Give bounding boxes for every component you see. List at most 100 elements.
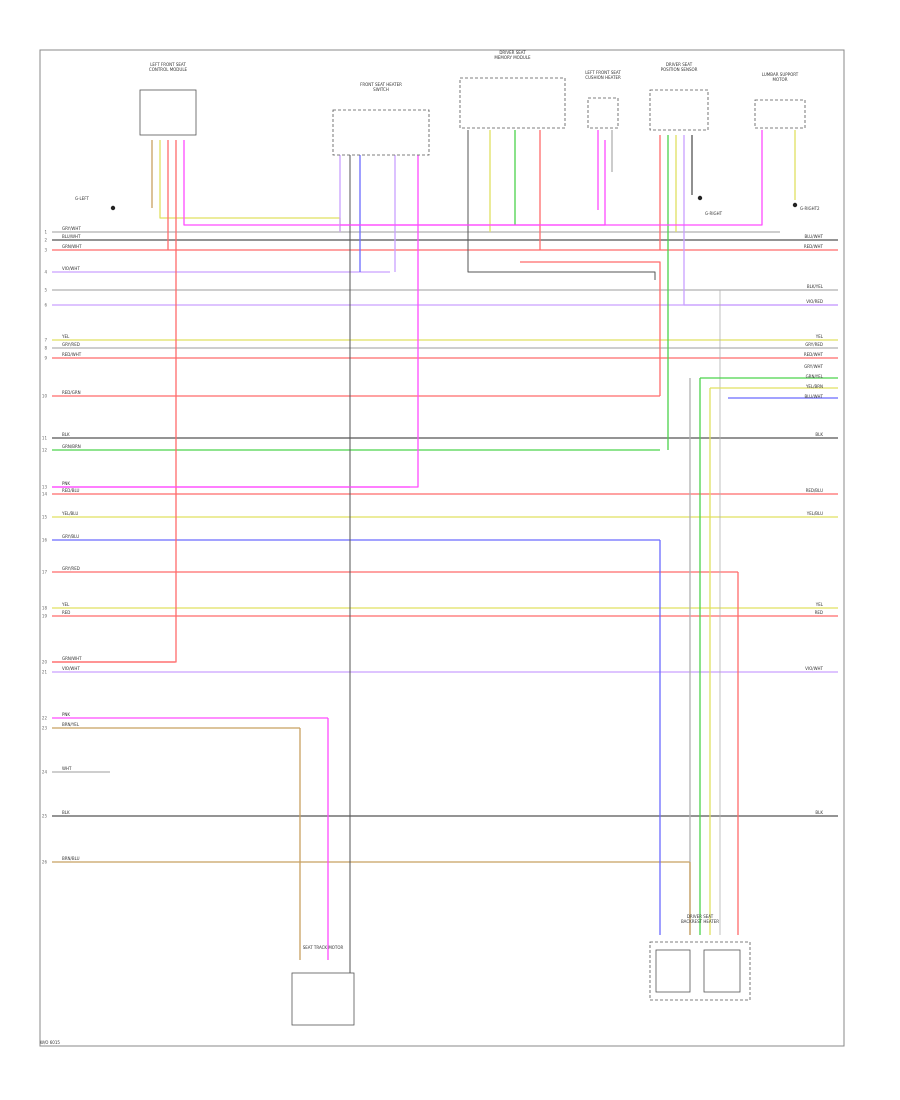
component-title: SWITCH [373, 87, 389, 92]
component-title: DRIVER SEAT [666, 62, 693, 67]
component-layer [110, 77, 806, 1026]
bus-number: 5 [44, 288, 47, 293]
bus-label-right: RED/WHT [804, 352, 824, 357]
ground-far-right-icon [792, 202, 798, 208]
heater-element-2 [703, 949, 741, 993]
bus-label-left: GRY/WHT [62, 226, 81, 231]
motor-wire [340, 130, 763, 226]
bus-number: 14 [42, 492, 48, 497]
ground-left-icon [110, 205, 116, 211]
component-title: SEAT TRACK MOTOR [303, 945, 344, 950]
bus-label-left: PNK [62, 481, 70, 486]
bus-number: 2 [44, 238, 47, 243]
bus-label-left: RED/GRN [62, 390, 81, 395]
bus-number: 4 [44, 270, 47, 275]
bus-number: 26 [42, 860, 48, 865]
drop-wire [52, 140, 177, 663]
bus-label-left: PNK [62, 712, 70, 717]
bus-label-left: GRY/RED [62, 566, 80, 571]
bus-label-right: BLK [815, 432, 823, 437]
bus-label-right: YEL [815, 334, 824, 339]
switch-wire [52, 150, 419, 488]
component-title: LEFT FRONT SEAT [585, 70, 621, 75]
bus-number: 10 [42, 394, 48, 399]
bus-label-right: BLK/YEL [807, 284, 824, 289]
tap-label: GRY/WHT [804, 364, 823, 369]
component-title: DRIVER SEAT [499, 50, 526, 55]
bus-number: 9 [44, 356, 47, 361]
bus-label-left: GRN/BRN [62, 444, 81, 449]
bus-label-left: RED/BLU [62, 488, 80, 493]
bus-label-left: YEL [61, 602, 70, 607]
component-title: MEMORY MODULE [494, 55, 531, 60]
bus-label-left: BLK [62, 432, 70, 437]
bus-label-right: GRY/RED [805, 342, 823, 347]
bus-label-left: RED [62, 610, 70, 615]
component-title: CONTROL MODULE [149, 67, 188, 72]
bus-label-right: YEL [815, 602, 824, 607]
bus-number: 22 [42, 716, 48, 721]
component-title: DRIVER SEAT [687, 914, 714, 919]
bus-label-right: RED/WHT [804, 244, 824, 249]
figure-code: W/O 6015 [40, 1040, 60, 1045]
bus-number: 16 [42, 538, 48, 543]
bus-label-left: BLK [62, 810, 70, 815]
bus-label-left: GRY/RED [62, 342, 80, 347]
diagram-border [39, 49, 845, 1047]
bus-label-right: RED/BLU [806, 488, 824, 493]
bus-label-right: BLU/WHT [805, 234, 824, 239]
bus-label-left: BRN/BLU [62, 856, 80, 861]
component-title: BACKREST HEATER [681, 919, 719, 924]
component-title: LEFT FRONT SEAT [150, 62, 186, 67]
bus-number: 24 [42, 770, 48, 775]
ground-label: G-LEFT [75, 196, 90, 201]
driver-seat-memory-module [459, 77, 566, 129]
driver-seat-position-sensor [649, 89, 709, 131]
bus-number: 18 [42, 606, 48, 611]
lumbar-support-motor [754, 99, 806, 129]
bus-number: 20 [42, 660, 48, 665]
component-title: POSITION SENSOR [661, 67, 698, 72]
tap-label: GRN/YEL [806, 374, 824, 379]
ground-label: G-RIGHT [705, 211, 723, 216]
bus-label-left: GRN/WHT [62, 656, 82, 661]
bus-label-right: VIO/RED [806, 299, 823, 304]
bus-number: 7 [44, 338, 47, 343]
bus-number: 17 [42, 570, 48, 575]
bus-label-left: YEL/BLU [61, 511, 78, 516]
bus-label-left: BRN/YEL [62, 722, 80, 727]
drop-wire [159, 140, 341, 232]
bus-number: 23 [42, 726, 48, 731]
left-front-seat-cushion-heater [587, 97, 619, 129]
bus-number: 3 [44, 248, 47, 253]
bus-number: 12 [42, 448, 48, 453]
bus-number: 8 [44, 346, 47, 351]
module-wire [520, 261, 661, 396]
tap-label: BLU/WHT [805, 394, 824, 399]
bus-label-left: WHT [62, 766, 72, 771]
component-title: CUSHION HEATER [585, 75, 621, 80]
bus-label-left: RED/WHT [62, 352, 82, 357]
bus-number: 13 [42, 485, 48, 490]
bus-number: 21 [42, 670, 48, 675]
heater-element-1 [655, 949, 691, 993]
bus-label-left: GRN/WHT [62, 244, 82, 249]
ground-label: G-RIGHT2 [800, 206, 820, 211]
module-wire [683, 135, 838, 306]
component-title: MOTOR [773, 77, 788, 82]
bus-number: 6 [44, 303, 47, 308]
component-title: FRONT SEAT HEATER [360, 82, 402, 87]
ground-right-icon [697, 195, 703, 201]
bus-number: 25 [42, 814, 48, 819]
bus-label-right: YEL/BLU [806, 511, 823, 516]
module-wire [467, 130, 656, 280]
bus-label-left: VIO/WHT [62, 666, 80, 671]
bus-number: 1 [44, 230, 47, 235]
bus-label-right: BLK [815, 810, 823, 815]
seat-track-motor [291, 972, 355, 1026]
component-title: LUMBAR SUPPORT [762, 72, 799, 77]
wire-layer [52, 130, 838, 1020]
bus-label-left: GRY/BLU [62, 534, 79, 539]
